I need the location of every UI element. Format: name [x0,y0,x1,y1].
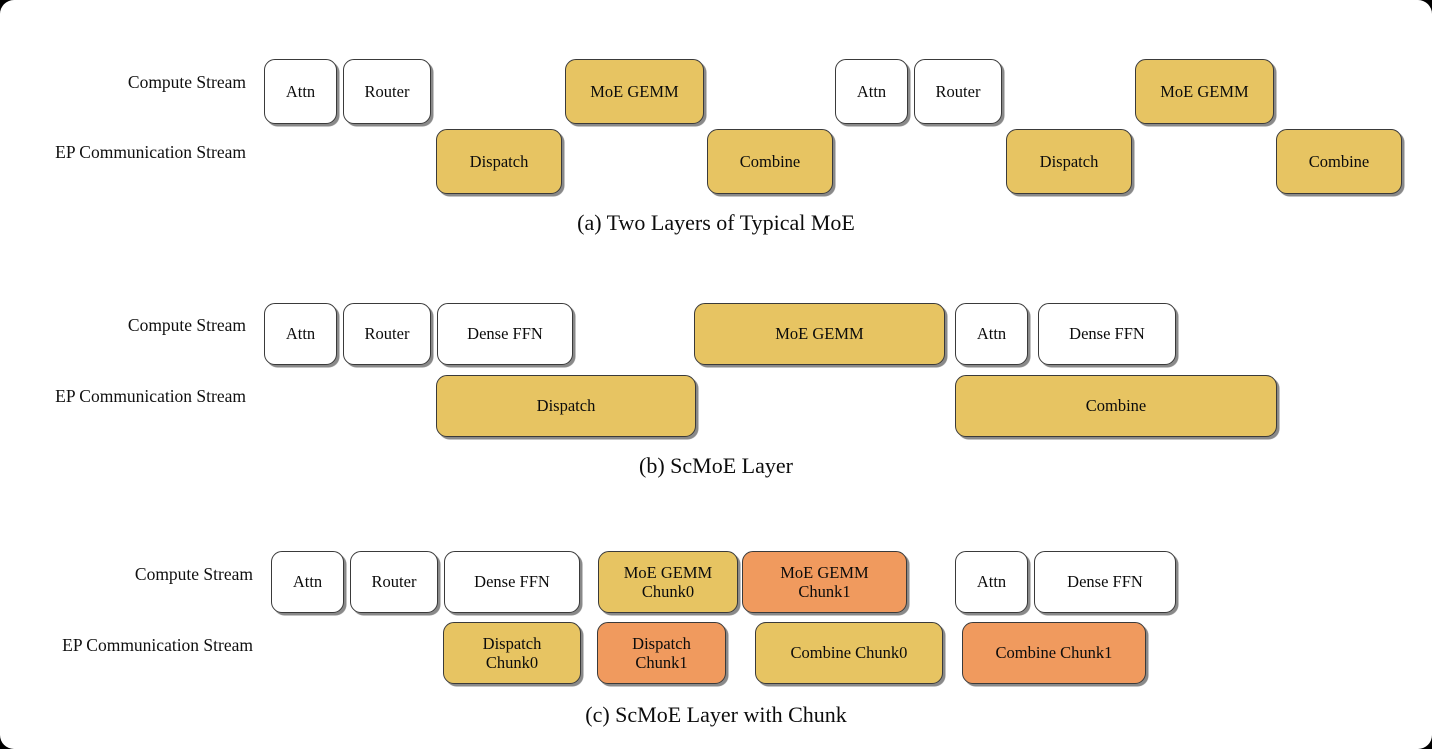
block-compute-c-6: Dense FFN [1034,551,1176,613]
block-comm-b-0: Dispatch [436,375,696,437]
block-compute-a-4: Router [914,59,1002,124]
block-compute-b-3: MoE GEMM [694,303,945,365]
block-comm-a-2: Dispatch [1006,129,1132,194]
block-compute-c-1: Router [350,551,438,613]
block-comm-c-0: Dispatch Chunk0 [443,622,581,684]
block-compute-c-5: Attn [955,551,1028,613]
stream-label-compute-c: Compute Stream [134,564,253,584]
block-compute-c-0: Attn [271,551,344,613]
caption-c: (c) ScMoE Layer with Chunk [585,702,847,727]
block-compute-b-0: Attn [264,303,337,365]
stream-label-compute-b: Compute Stream [127,315,246,335]
block-comm-a-3: Combine [1276,129,1402,194]
block-compute-c-4: MoE GEMM Chunk1 [742,551,907,613]
block-compute-a-1: Router [343,59,431,124]
block-compute-c-2: Dense FFN [444,551,580,613]
block-compute-c-3: MoE GEMM Chunk0 [598,551,738,613]
block-compute-b-2: Dense FFN [437,303,573,365]
caption-a: (a) Two Layers of Typical MoE [577,210,855,235]
block-comm-c-3: Combine Chunk1 [962,622,1146,684]
block-comm-b-1: Combine [955,375,1277,437]
block-compute-b-4: Attn [955,303,1028,365]
block-compute-a-3: Attn [835,59,908,124]
block-compute-a-0: Attn [264,59,337,124]
block-comm-c-1: Dispatch Chunk1 [597,622,726,684]
block-comm-a-0: Dispatch [436,129,562,194]
caption-b: (b) ScMoE Layer [639,453,793,478]
block-compute-b-5: Dense FFN [1038,303,1176,365]
block-compute-b-1: Router [343,303,431,365]
stream-label-communication-c: EP Communication Stream [62,635,253,655]
stream-label-communication-b: EP Communication Stream [55,386,246,406]
block-comm-c-2: Combine Chunk0 [755,622,943,684]
stream-label-compute-a: Compute Stream [127,72,246,92]
block-compute-a-2: MoE GEMM [565,59,704,124]
block-compute-a-5: MoE GEMM [1135,59,1274,124]
stream-label-communication-a: EP Communication Stream [55,142,246,162]
block-comm-a-1: Combine [707,129,833,194]
